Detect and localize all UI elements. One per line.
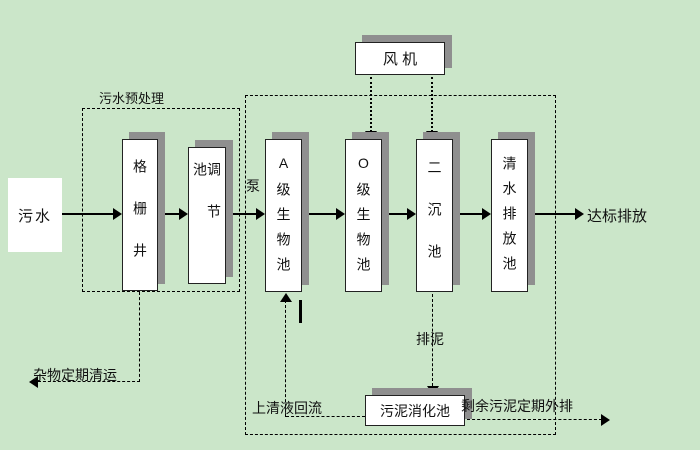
supernatant-return-hline xyxy=(286,416,365,417)
regulating-label: 调节池 xyxy=(192,162,222,246)
arrow-gridwell-to-regulating-line xyxy=(159,213,180,215)
arrow-clean-to-discharge-line xyxy=(529,213,576,215)
arrow-influent-to-gridwell-head xyxy=(113,208,122,220)
debris-head xyxy=(29,376,38,388)
fan-air-line-left-head xyxy=(365,131,377,140)
tick-mark xyxy=(299,300,302,323)
arrow-secondary-to-clean-line xyxy=(454,213,483,215)
clean-label: 清水排放池 xyxy=(501,156,518,281)
excess-sludge-label: 剩余污泥定期外排 xyxy=(461,398,573,414)
digestion-label: 污泥消化池 xyxy=(380,402,450,419)
arrow-abio-to-obio-line xyxy=(303,213,337,215)
secondary-label: 二沉池 xyxy=(426,159,443,286)
arrow-obio-to-secondary-line xyxy=(383,213,408,215)
arrow-secondary-to-clean-head xyxy=(482,208,491,220)
arrow-gridwell-to-regulating-head xyxy=(179,208,188,220)
fan-box: 风 机 xyxy=(355,42,445,75)
sludge-discharge-label: 排泥 xyxy=(416,331,444,347)
sludge-digestion-tank: 污泥消化池 xyxy=(365,395,465,426)
supernatant-return-vline xyxy=(285,300,286,417)
arrow-clean-to-discharge-head xyxy=(575,208,584,220)
fan-air-line-left xyxy=(370,77,372,132)
debris-vline xyxy=(139,292,140,382)
pretreatment-group-outline xyxy=(82,108,240,292)
biological-treatment-group-outline xyxy=(245,95,556,435)
clean-water-discharge-tank: 清水排放池 xyxy=(491,139,528,292)
arrow-abio-to-obio-head xyxy=(336,208,345,220)
sludge-line xyxy=(432,294,433,386)
supernatant-return-head xyxy=(280,293,292,302)
fan-air-line-right-head xyxy=(426,131,438,140)
pretreatment-group-label: 污水预处理 xyxy=(99,91,165,106)
grid-well-label: 格栅井 xyxy=(132,159,148,285)
sludge-line-head xyxy=(427,386,439,395)
discharge-label: 达标排放 xyxy=(587,208,648,225)
a-bio-tank: A级生物池 xyxy=(265,139,302,292)
o-bio-label: O级生物池 xyxy=(355,155,372,282)
arrow-influent-to-gridwell-line xyxy=(62,213,115,215)
arrow-obio-to-secondary-head xyxy=(407,208,416,220)
influent-label: 污水 xyxy=(17,207,52,225)
grid-well-tank: 格栅井 xyxy=(122,139,158,291)
debris-removal-label: 杂物定期清运 xyxy=(33,367,117,383)
pump-label: 泵 xyxy=(246,178,260,194)
influent-box: 污水 xyxy=(8,178,62,252)
arrow-regulating-to-abio-head xyxy=(256,208,265,220)
secondary-sedimentation-tank: 二沉池 xyxy=(416,139,453,292)
fan-air-line-right xyxy=(431,77,433,132)
regulating-tank: 调节池 xyxy=(188,147,226,284)
debris-hline xyxy=(38,381,140,382)
excess-sludge-line xyxy=(467,419,602,420)
arrow-regulating-to-abio-line xyxy=(227,213,257,215)
excess-sludge-head xyxy=(601,414,610,426)
o-bio-tank: O级生物池 xyxy=(345,139,382,292)
a-bio-label: A级生物池 xyxy=(275,155,292,282)
fan-label: 风 机 xyxy=(382,51,418,68)
supernatant-return-label: 上清液回流 xyxy=(252,400,322,416)
